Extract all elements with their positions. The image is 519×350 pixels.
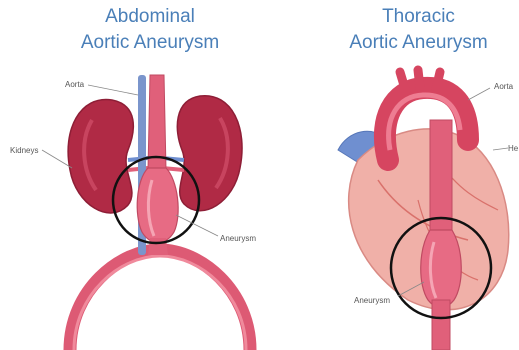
abdominal-illustration (0, 0, 300, 350)
left-kidney (68, 100, 133, 213)
iliac-arteries (70, 250, 250, 350)
aneurysm-bulge (137, 168, 178, 243)
abdominal-aorta (148, 75, 166, 170)
thoracic-panel: Thoracic Aortic Aneurysm Aorta He Aneury… (318, 0, 519, 350)
aneurysm-label: Aneurysm (220, 234, 256, 243)
thoracic-aneurysm-bulge (421, 230, 462, 308)
aorta-label: Aorta (65, 80, 84, 89)
heart-label: He (508, 144, 518, 153)
right-kidney (177, 96, 242, 211)
thoracic-aorta-label: Aorta (494, 82, 513, 91)
thoracic-aneurysm-label: Aneurysm (354, 296, 390, 305)
abdominal-panel: Abdominal Aortic Aneurysm Aorta Kidneys … (0, 0, 300, 350)
thoracic-illustration (318, 0, 519, 350)
kidneys-label: Kidneys (10, 146, 38, 155)
